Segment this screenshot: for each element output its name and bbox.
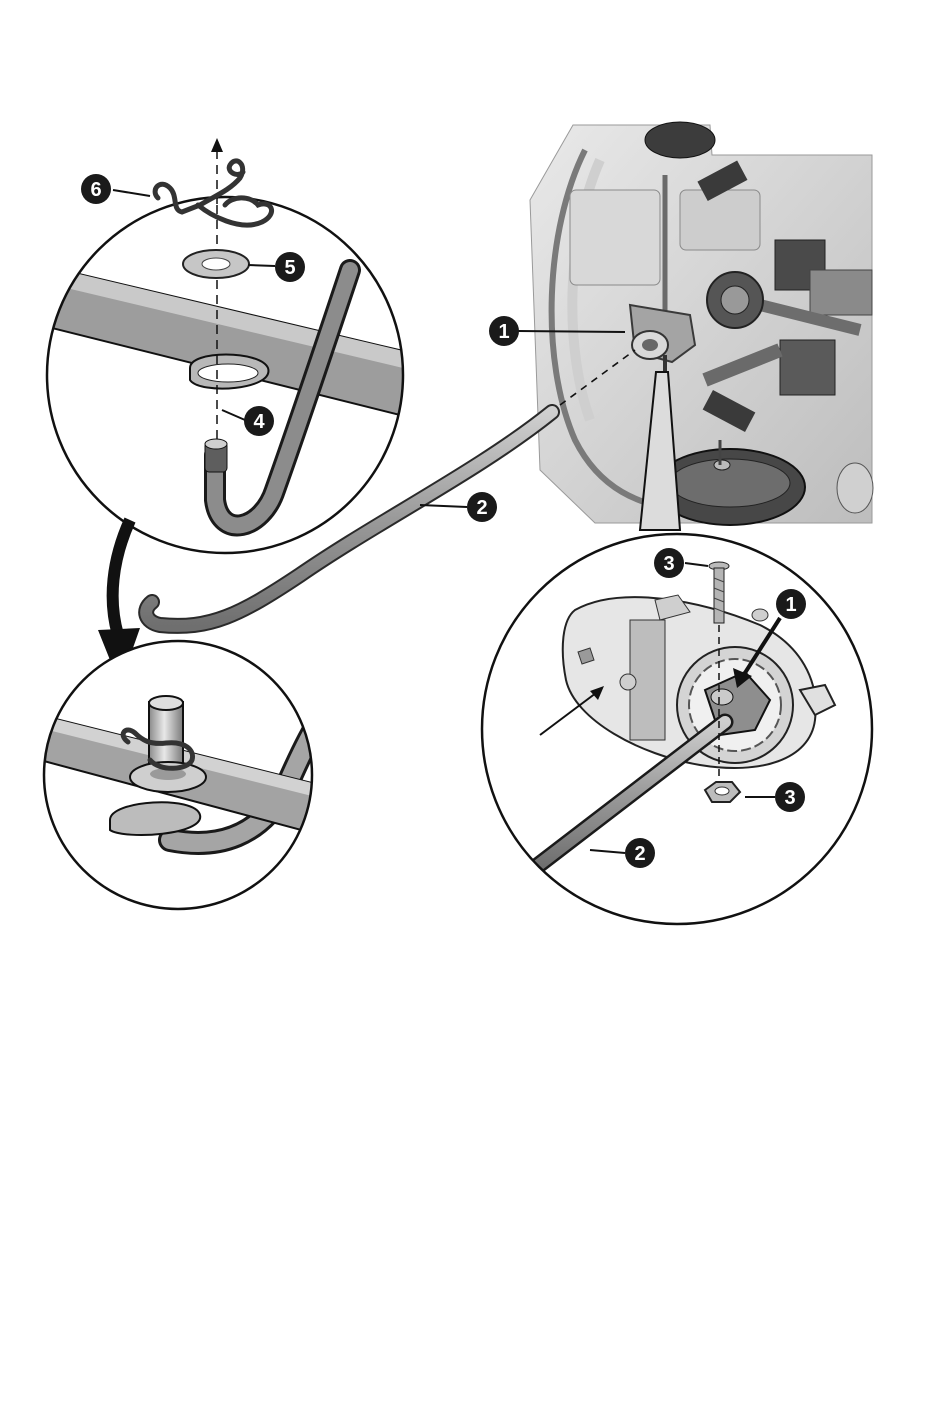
svg-text:2: 2 (476, 497, 487, 519)
detail-circle-bottom-right (482, 534, 872, 924)
svg-text:4: 4 (253, 411, 265, 433)
callout-5: 5 (275, 252, 305, 282)
svg-text:3: 3 (784, 787, 795, 809)
callout-3-nut: 3 (775, 782, 805, 812)
svg-text:1: 1 (785, 594, 796, 616)
callout-4: 4 (244, 406, 274, 436)
callout-1-top: 1 (489, 316, 519, 346)
svg-text:2: 2 (634, 843, 645, 865)
svg-text:6: 6 (90, 179, 101, 201)
detail-circle-bottom-left (40, 641, 320, 909)
callout-3-bolt: 3 (654, 548, 684, 578)
callout-2-bottom: 2 (625, 838, 655, 868)
svg-text:3: 3 (663, 553, 674, 575)
callout-6: 6 (81, 174, 111, 204)
vehicle-underside (530, 122, 873, 530)
callout-1-bottom: 1 (776, 589, 806, 619)
svg-text:1: 1 (498, 321, 509, 343)
svg-text:5: 5 (284, 257, 295, 279)
detail-circle-top (20, 138, 420, 553)
callout-2-top: 2 (467, 492, 497, 522)
